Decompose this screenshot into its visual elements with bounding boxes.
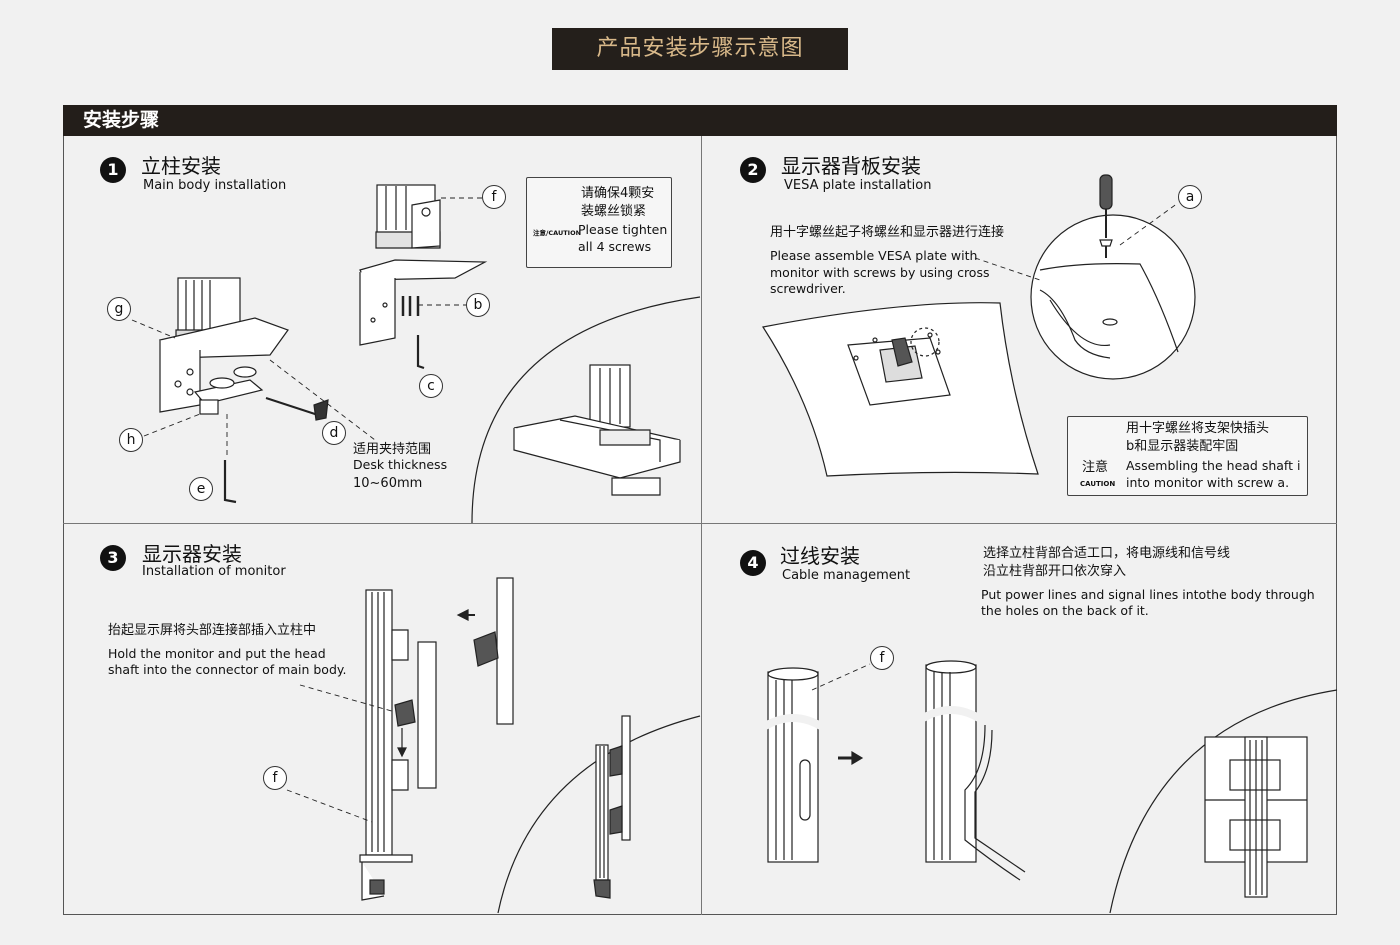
step1-column-illustration [158, 277, 329, 504]
step-2-caution-en-2: into monitor with screw a. [1126, 475, 1290, 490]
step-2-instruction-cn: 用十字螺丝起子将螺丝和显示器进行连接 [770, 225, 1005, 240]
step-1-caution-en-1: Please tighten [578, 222, 668, 237]
step-2-caution-label-cn: 注意 [1082, 460, 1109, 475]
step-1-number: 1 [100, 157, 126, 183]
step-2-caution-cn-2: b和显示器装配牢固 [1126, 439, 1239, 454]
step3-leader-lines [286, 684, 396, 823]
section-title: 安装步骤 [63, 105, 1337, 136]
step-2-instruction-en-1: Please assemble VESA plate with [770, 248, 978, 263]
step-2-caution-label-en: CAUTION [1080, 480, 1116, 488]
step-4-instruction-en-2: the holes on the back of it. [981, 603, 1149, 618]
part-label-f-step3: f [263, 766, 287, 790]
step-2-instruction-en-3: screwdriver. [770, 281, 846, 296]
step-2-instruction-en-2: monitor with screws by using cross [770, 265, 990, 280]
step-3-instruction-en-1: Hold the monitor and put the head [108, 646, 326, 661]
step-1-caution-label: 注意/CAUTION [533, 229, 582, 237]
step-4-title-cn: 过线安装 [780, 544, 860, 568]
step3-column-illustration [359, 577, 701, 914]
part-label-h: h [119, 428, 143, 452]
step-1-caution-cn-2: 装螺丝锁紧 [581, 204, 647, 219]
grid-divider-horizontal [63, 523, 1337, 524]
step-4-instruction-cn-2: 沿立柱背部开口依次穿入 [983, 564, 1127, 579]
part-label-g: g [107, 297, 131, 321]
step4-leader-lines [811, 663, 871, 691]
step-2-number: 2 [740, 157, 766, 183]
desk-thickness-en: Desk thickness [353, 457, 448, 472]
grid-divider-vertical [701, 136, 702, 915]
step-2-title-en: VESA plate installation [784, 178, 932, 193]
step4-column-illustration [759, 660, 1338, 914]
step-3-title-cn: 显示器安装 [142, 542, 242, 566]
part-label-d: d [322, 421, 346, 445]
part-label-e: e [189, 477, 213, 501]
step-3-instruction-en-2: shaft into the connector of main body. [108, 662, 347, 677]
step-3-instruction-cn: 抬起显示屏将头部连接部插入立柱中 [108, 623, 317, 638]
part-label-b: b [466, 293, 490, 317]
part-label-f-step4: f [870, 646, 894, 670]
step-4-instruction-en-1: Put power lines and signal lines intothe… [981, 587, 1315, 602]
step-1-caution-en-2: all 4 screws [578, 239, 652, 254]
step-2-caution-box [1067, 416, 1308, 496]
step-1-title-en: Main body installation [143, 178, 287, 193]
step-4-number: 4 [740, 550, 766, 576]
step1-bracket-illustration [359, 184, 488, 370]
step1-desk-detail [471, 296, 701, 524]
desk-thickness-cn: 适用夹持范围 [353, 442, 432, 457]
step-2-caution-en-1: Assembling the head shaft i [1126, 458, 1301, 473]
step-1-caution-box [526, 177, 672, 268]
step-2-caution-cn-1: 用十字螺丝将支架快插头 [1126, 421, 1270, 436]
step-4-instruction-cn-1: 选择立柱背部合适工口，将电源线和信号线 [983, 546, 1231, 561]
part-label-f: f [482, 185, 506, 209]
step-3-number: 3 [100, 545, 126, 571]
step2-monitor-illustration [762, 174, 1196, 477]
step-2-title-cn: 显示器背板安装 [781, 154, 921, 178]
step1-leader-lines [131, 197, 482, 458]
desk-thickness-range: 10~60mm [353, 476, 423, 491]
part-label-c: c [419, 374, 443, 398]
page-banner-title: 产品安装步骤示意图 [552, 28, 848, 70]
step-3-title-en: Installation of monitor [142, 564, 286, 579]
part-label-a: a [1178, 185, 1202, 209]
step-4-title-en: Cable management [782, 568, 911, 583]
steps-grid [63, 136, 1337, 915]
step-1-caution-cn-1: 请确保4颗安 [581, 186, 655, 201]
step-1-title-cn: 立柱安装 [141, 154, 221, 178]
step2-leader-lines [974, 202, 1179, 281]
